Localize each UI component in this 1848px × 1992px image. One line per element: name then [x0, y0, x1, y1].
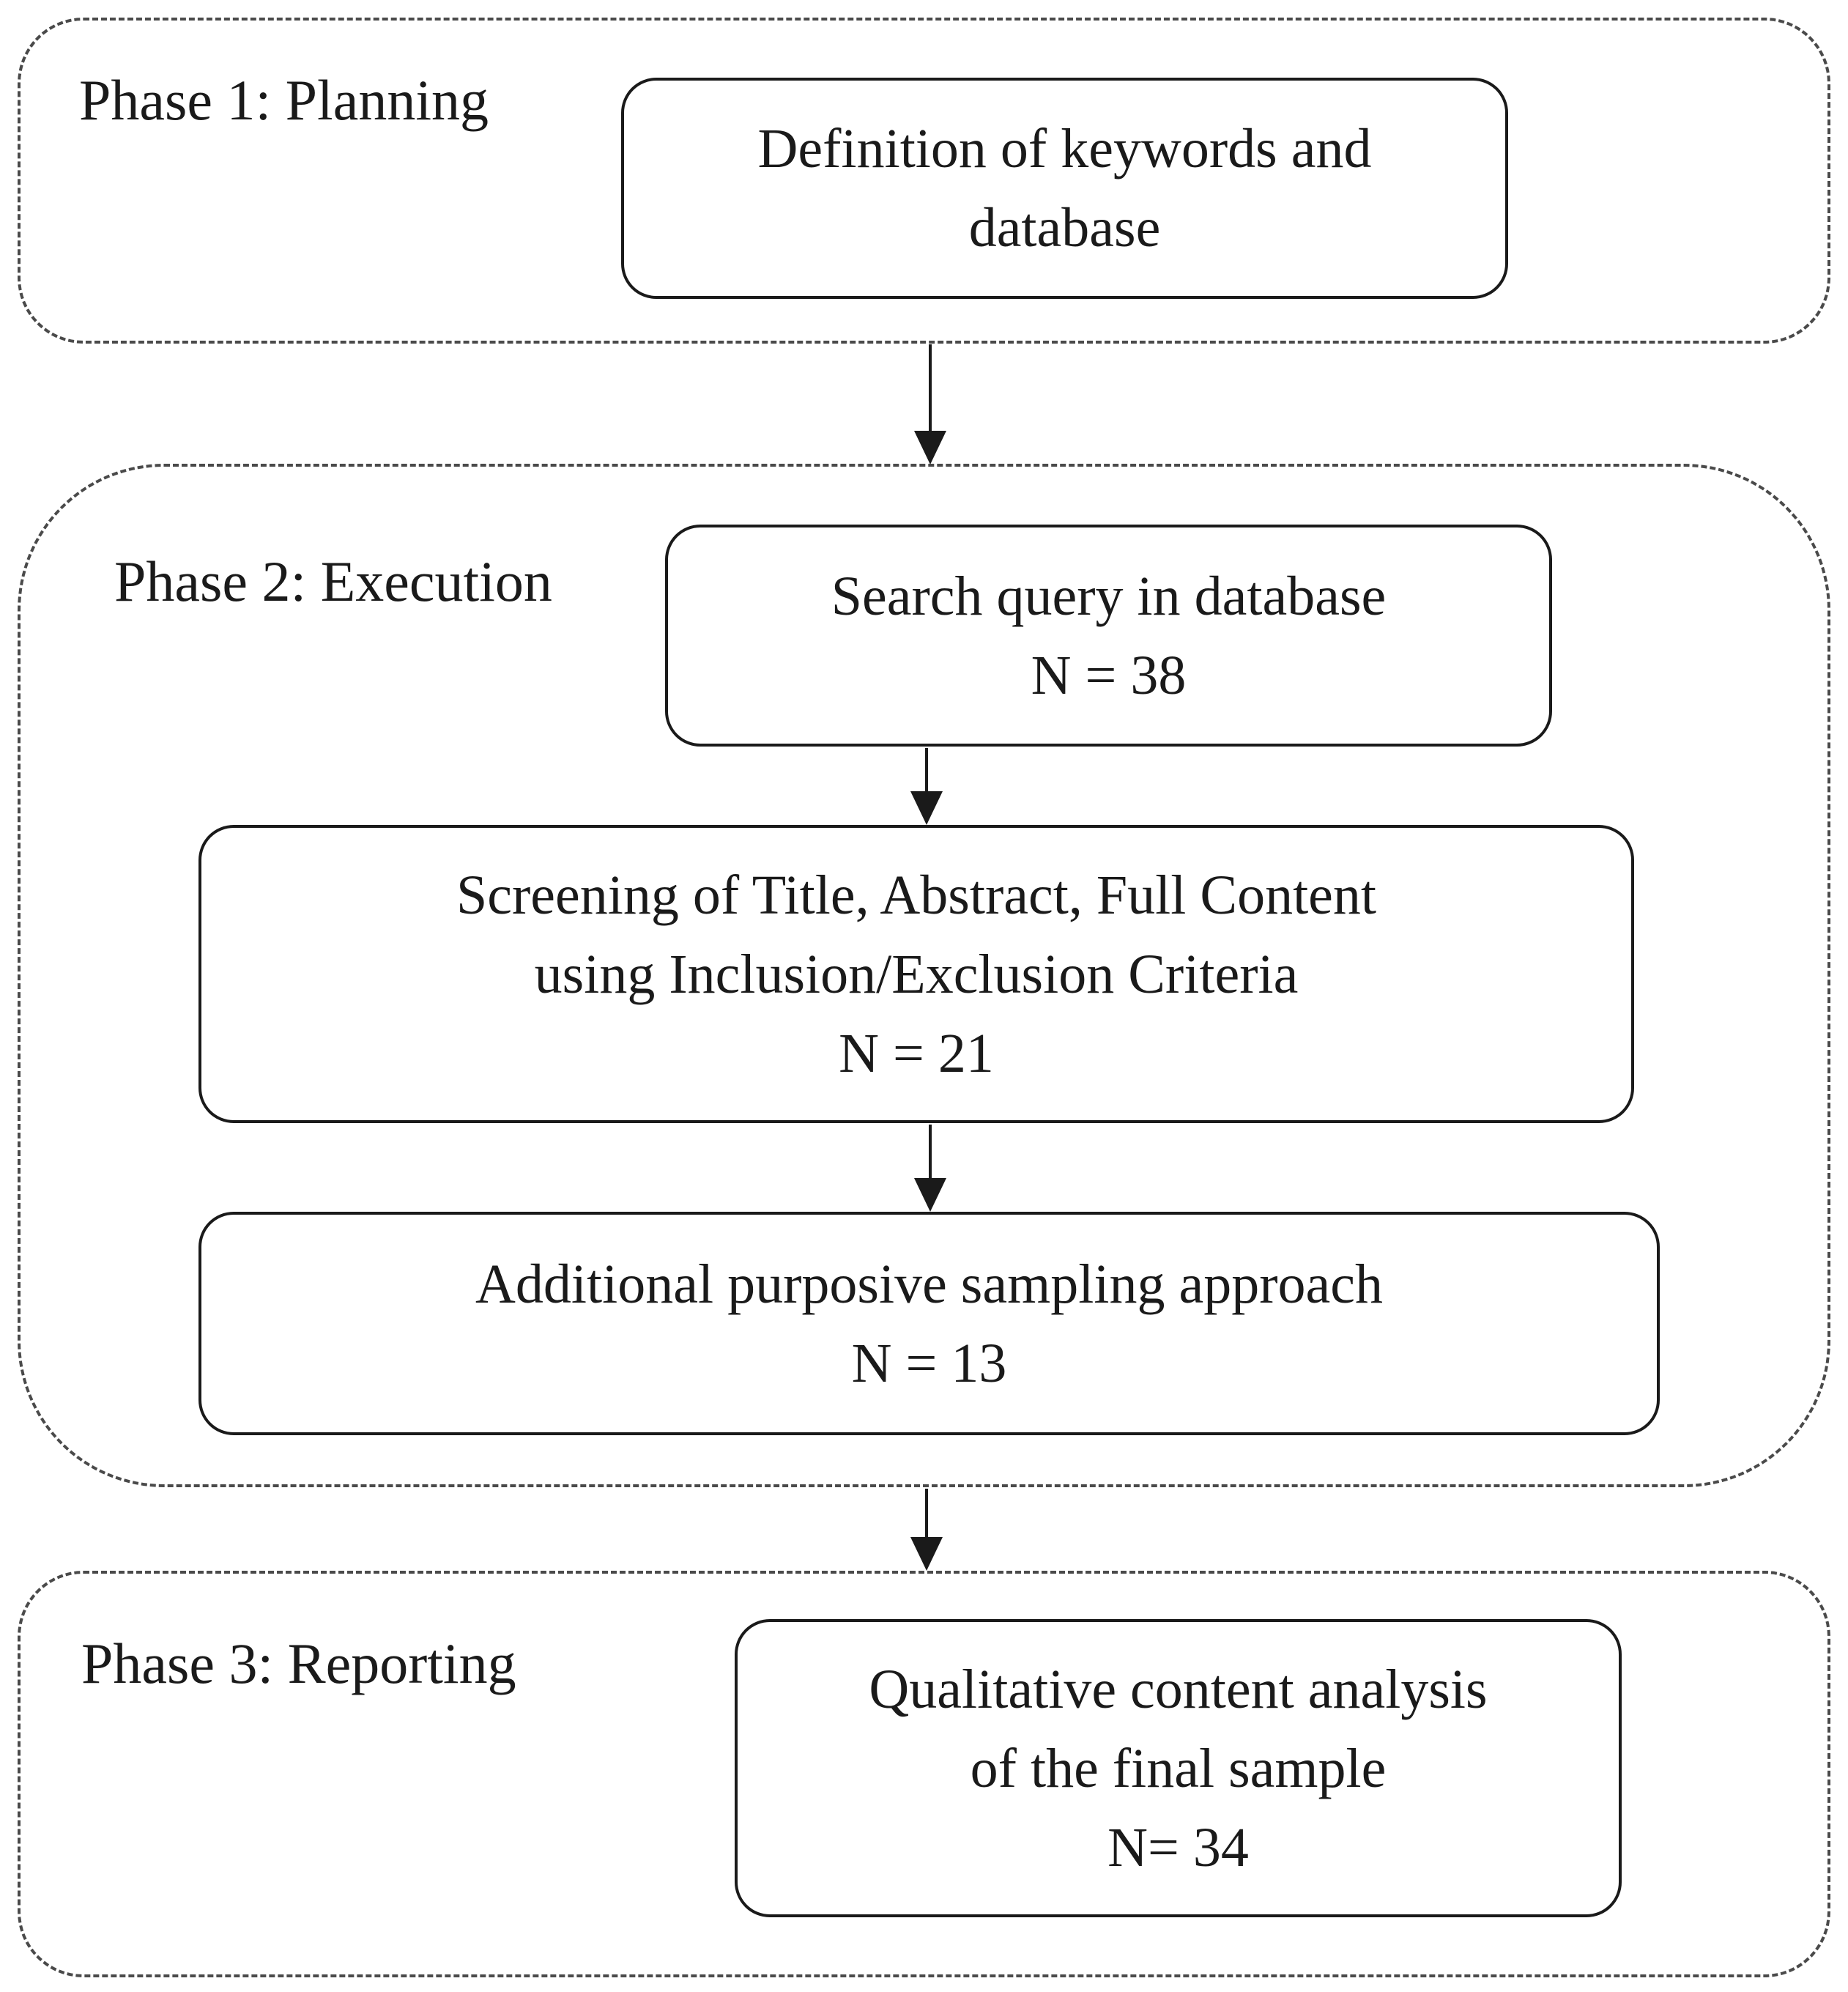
step-text-line: database [968, 197, 1161, 259]
phase-2-container [18, 464, 1830, 1487]
step-text-line: using Inclusion/Exclusion Criteria [534, 943, 1299, 1005]
phase-3-container [18, 1571, 1830, 1977]
step-text-line: Qualitative content analysis [869, 1658, 1488, 1720]
arrow-phase2-to-phase3 [910, 1489, 943, 1571]
step-screening: Screening of Title, Abstract, Full Conte… [198, 825, 1634, 1123]
step-text-line: Screening of Title, Abstract, Full Conte… [456, 864, 1377, 926]
phase-1-label: Phase 1: Planning [79, 68, 489, 132]
step-definition-keywords: Definition of keywords and database [621, 78, 1508, 299]
step-count: N = 13 [851, 1332, 1007, 1394]
step-text-line: of the final sample [970, 1737, 1387, 1799]
step-count: N= 34 [1107, 1816, 1249, 1878]
step-qualitative-analysis: Qualitative content analysis of the fina… [735, 1619, 1622, 1917]
step-text-line: Additional purposive sampling approach [475, 1253, 1383, 1315]
phase-2-label: Phase 2: Execution [114, 549, 552, 613]
arrow-phase1-to-phase2 [914, 344, 946, 464]
step-purposive-sampling: Additional purposive sampling approach N… [198, 1212, 1660, 1435]
arrow-search-to-screening [910, 748, 943, 825]
step-search-query: Search query in database N = 38 [665, 525, 1552, 747]
step-count: N = 21 [839, 1022, 994, 1084]
step-text-line: Definition of keywords and [757, 118, 1372, 179]
step-count: N = 38 [1031, 644, 1187, 706]
phase-1-container [18, 18, 1830, 344]
arrow-screening-to-sampling [914, 1125, 946, 1212]
step-text-line: Search query in database [831, 565, 1387, 627]
phase-3-label: Phase 3: Reporting [81, 1632, 516, 1695]
